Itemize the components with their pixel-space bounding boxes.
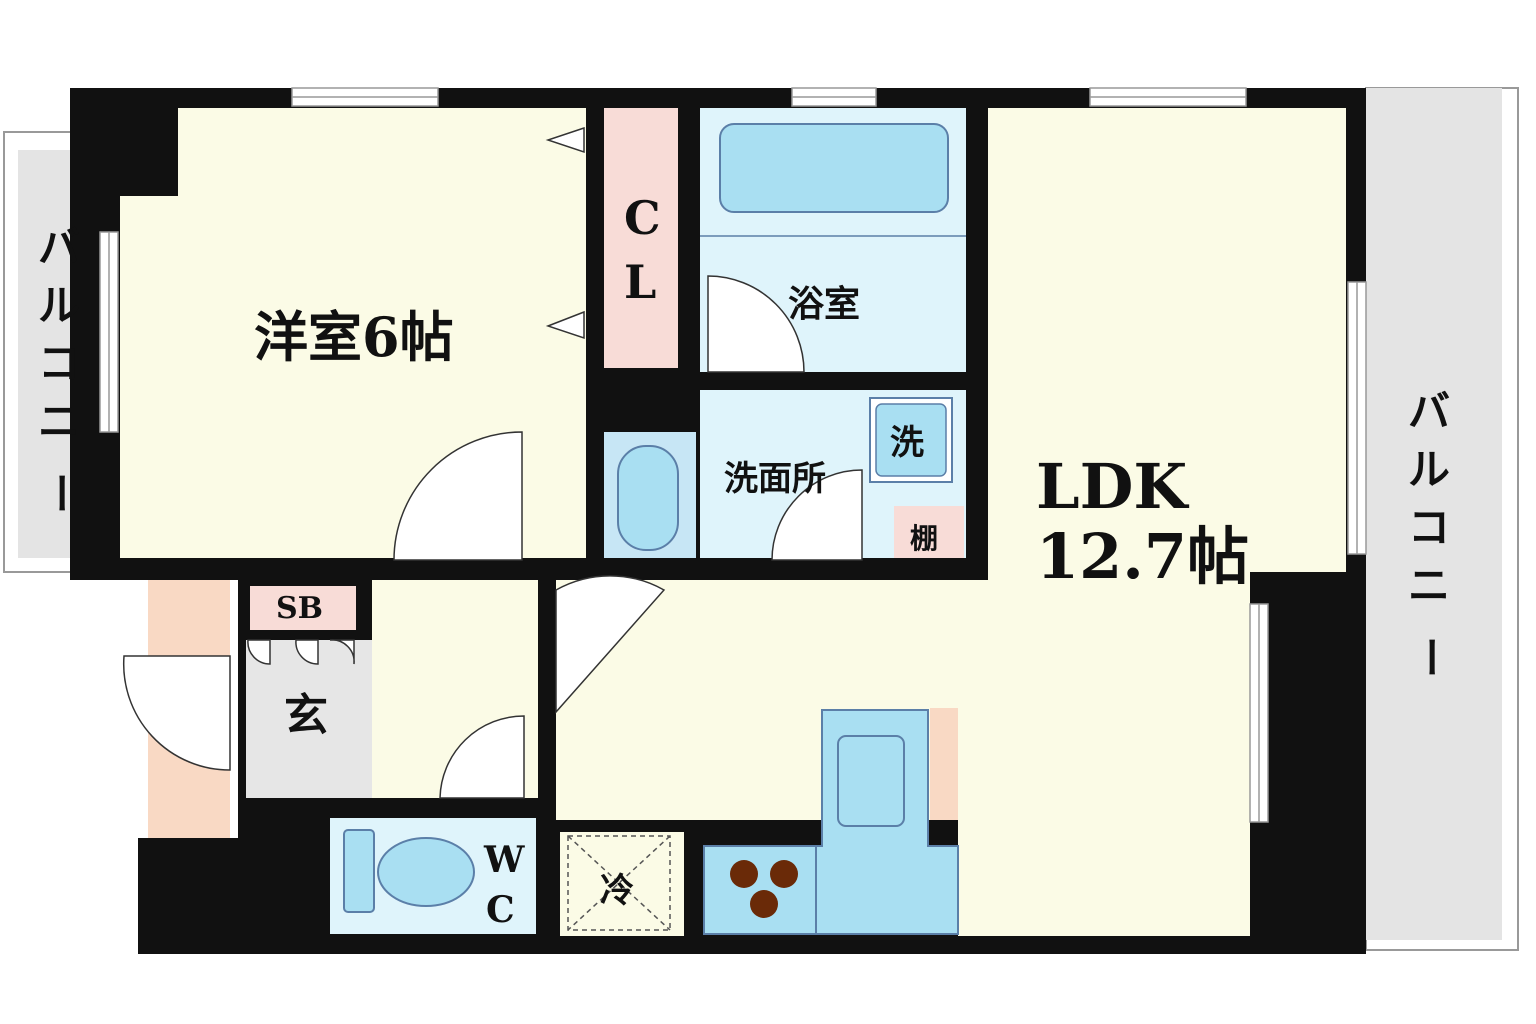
wc-label-c: C — [486, 889, 515, 931]
svg-text:ニ: ニ — [38, 397, 80, 446]
svg-text:バ: バ — [1408, 387, 1450, 436]
room-washroom — [604, 390, 966, 558]
kitchen — [560, 709, 959, 936]
fridge-label: 冷 — [600, 871, 634, 911]
room-closet — [604, 108, 678, 368]
wc-label-w: W — [483, 839, 525, 881]
bath-label: 浴室 — [788, 283, 860, 325]
shoebox-label: SB — [276, 591, 323, 626]
svg-text:コ: コ — [38, 339, 80, 388]
windows — [99, 87, 1367, 823]
ldk-label: LDK — [1036, 450, 1189, 523]
balcony-left-label: バ ル コ ニ ー — [36, 223, 85, 514]
western-room-label: 洋室6帖 — [254, 305, 454, 369]
svg-text:ル: ル — [1408, 445, 1450, 494]
ldk-size-label: 12.7帖 — [1036, 520, 1249, 593]
svg-text:コ: コ — [1408, 503, 1450, 552]
closet-label-l: L — [624, 255, 656, 309]
closet-label-c: C — [624, 191, 661, 245]
doors — [122, 275, 863, 799]
room-shoebox — [250, 586, 356, 630]
svg-text:ル: ル — [38, 281, 80, 330]
balcony-right — [1365, 87, 1519, 951]
washer-label: 洗 — [890, 423, 924, 463]
entrance-label: 玄 — [284, 690, 328, 741]
closet-door-marks — [545, 126, 585, 340]
shelf-label: 棚 — [910, 522, 938, 555]
room-shelf — [894, 506, 964, 558]
svg-text:バ: バ — [38, 223, 80, 272]
svg-text:ー: ー — [36, 472, 85, 514]
balcony-right-label: バ ル コ ニ ー — [1406, 387, 1455, 678]
room-wc — [330, 818, 536, 934]
room-ldk — [556, 108, 1346, 936]
svg-text:ー: ー — [1406, 636, 1455, 678]
svg-text:ニ: ニ — [1408, 561, 1450, 610]
washroom-label: 洗面所 — [724, 459, 826, 499]
